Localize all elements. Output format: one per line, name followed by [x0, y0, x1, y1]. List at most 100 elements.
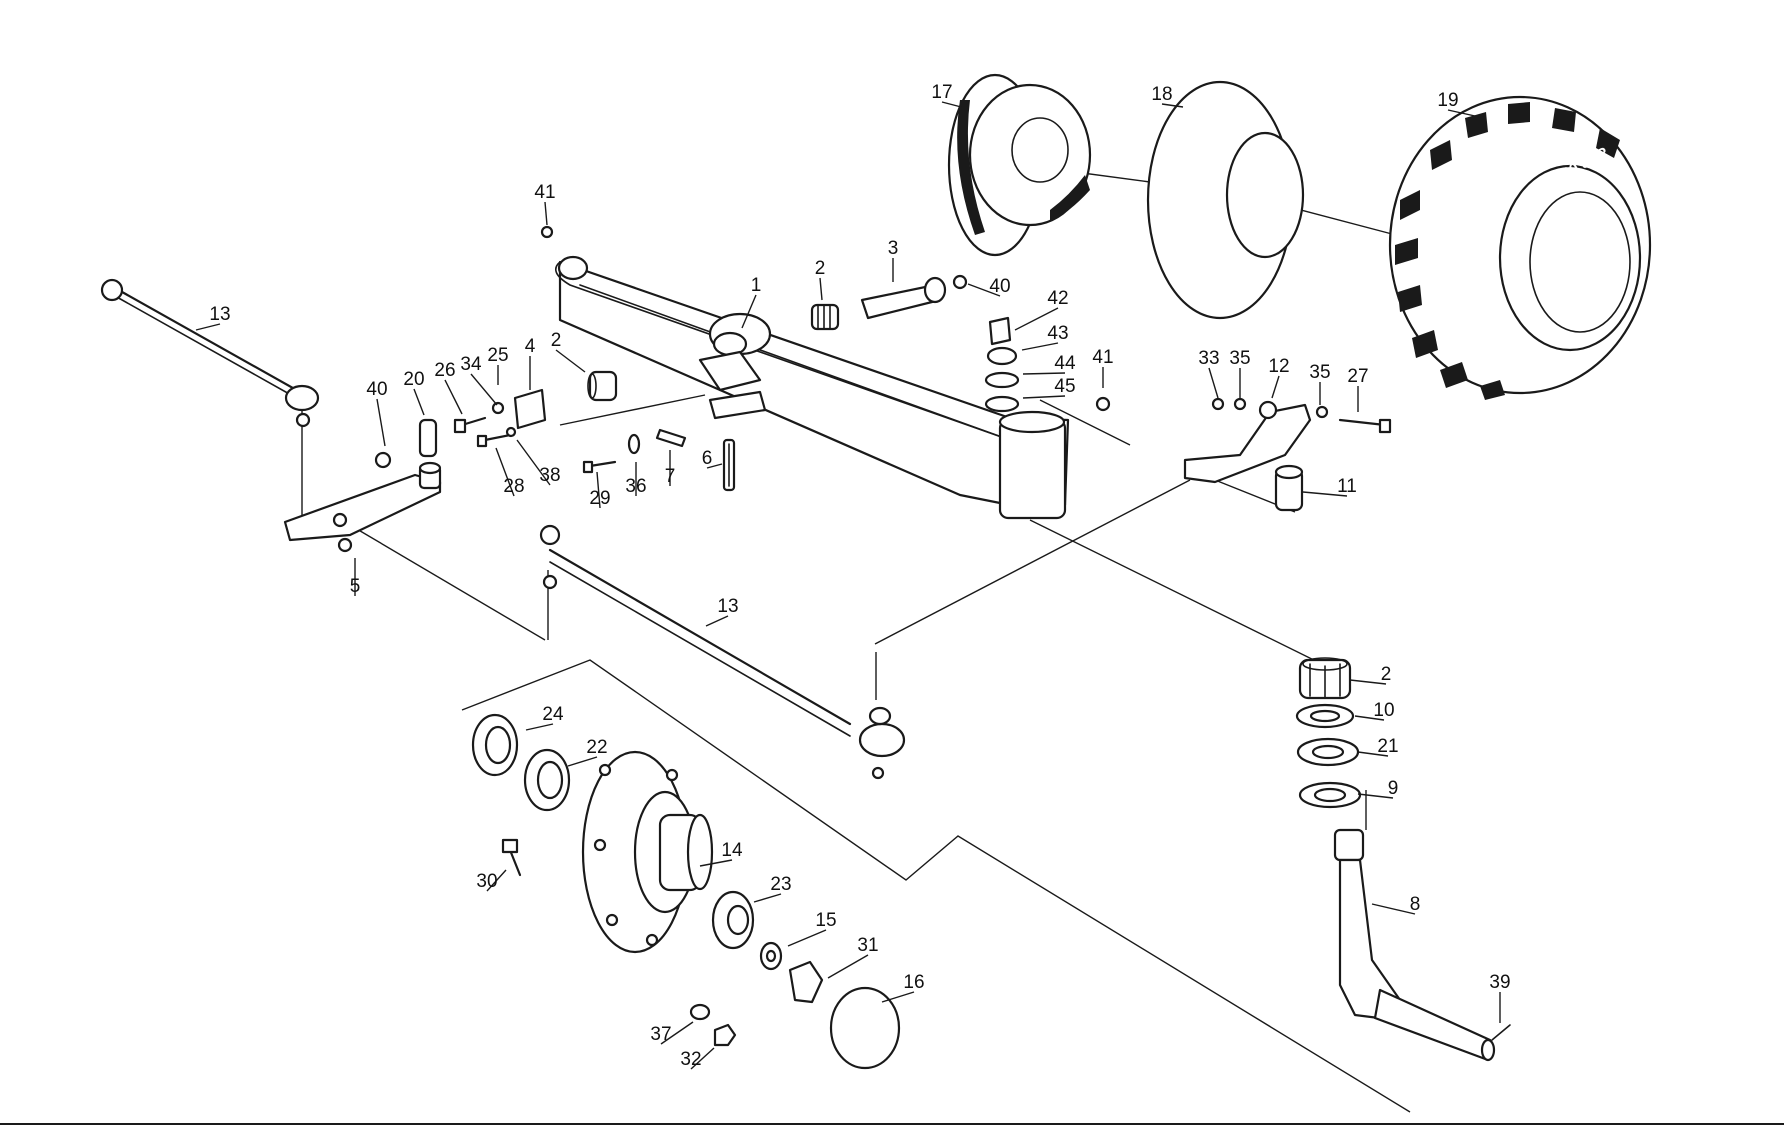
- callout-21: 21: [1357, 736, 1399, 757]
- callout-29: 29: [589, 471, 611, 509]
- callout-number: 42: [1047, 288, 1068, 309]
- callout-number: 2: [1381, 664, 1392, 685]
- tyre-tread: [1395, 102, 1620, 400]
- callout-leader: [1371, 903, 1416, 915]
- callout-34: 34: [460, 354, 498, 406]
- callout-number: 4: [525, 336, 536, 357]
- callout-number: 28: [503, 476, 524, 497]
- callout-8: 8: [1371, 894, 1421, 915]
- callout-number: 26: [434, 360, 455, 381]
- callout-27: 27: [1347, 366, 1369, 412]
- callout-leader: [819, 277, 823, 301]
- callout-20: 20: [403, 369, 425, 416]
- callout-number: 36: [625, 476, 646, 497]
- callout-number: 9: [1388, 778, 1399, 799]
- stub-axle: [1333, 828, 1511, 1062]
- callout-number: 39: [1489, 972, 1510, 993]
- callout-leader: [1022, 372, 1066, 375]
- callout-leader: [941, 101, 966, 109]
- callout-11: 11: [1302, 476, 1357, 497]
- callout-number: 20: [403, 369, 424, 390]
- callout-leader: [741, 294, 757, 329]
- callout-35: 35: [1309, 362, 1331, 405]
- callout-leader: [690, 1047, 715, 1070]
- callout-number: 11: [1337, 476, 1357, 497]
- callout-leader: [413, 388, 425, 416]
- callout-leader: [444, 379, 463, 415]
- callout-leader: [1354, 715, 1385, 721]
- inner-tube: [1146, 80, 1305, 320]
- callout-4: 4: [525, 336, 536, 390]
- callout-leader: [827, 954, 869, 979]
- key-and-pin: [655, 428, 736, 492]
- callout-19: 19: [1437, 90, 1476, 117]
- callout-number: 35: [1229, 348, 1250, 369]
- callout-number: 13: [717, 596, 738, 617]
- callout-leader: [1021, 342, 1059, 351]
- callout-number: 29: [589, 488, 610, 509]
- callout-10: 10: [1354, 700, 1395, 721]
- callout-36: 36: [625, 462, 647, 497]
- callout-number: 21: [1377, 736, 1398, 757]
- callout-leader: [470, 373, 498, 406]
- callout-42: 42: [1014, 288, 1069, 331]
- steering-arm: [1183, 397, 1329, 512]
- callout-7: 7: [665, 450, 676, 487]
- steering-arm-plate: [283, 461, 442, 553]
- callout-3: 3: [888, 238, 898, 282]
- callout-number: 25: [487, 345, 508, 366]
- callout-13: 13: [705, 596, 739, 627]
- callout-leader: [1014, 307, 1059, 331]
- hub-assembly: [471, 713, 901, 1070]
- callout-number: 35: [1309, 362, 1330, 383]
- callout-18: 18: [1151, 84, 1184, 108]
- callout-number: 33: [1198, 348, 1219, 369]
- callout-44: 44: [1022, 353, 1076, 375]
- callout-leader: [495, 447, 515, 497]
- callout-32: 32: [680, 1047, 715, 1070]
- callout-leader: [486, 869, 507, 892]
- callout-number: 17: [931, 82, 952, 103]
- callout-number: 22: [586, 737, 607, 758]
- callout-25: 25: [487, 345, 509, 385]
- callout-40: 40: [366, 379, 388, 447]
- callout-45: 45: [1022, 376, 1076, 399]
- wheel-rim: [947, 73, 1092, 257]
- callout-37: 37: [650, 1021, 694, 1045]
- callout-leader: [376, 398, 386, 447]
- callout-leader: [705, 615, 729, 627]
- callout-28: 28: [495, 447, 525, 497]
- callout-26: 26: [434, 360, 463, 415]
- callout-leader: [1447, 109, 1476, 117]
- callout-number: 45: [1054, 376, 1075, 397]
- callout-leader: [1302, 491, 1348, 497]
- callout-number: 2: [815, 258, 826, 279]
- callout-leader: [567, 756, 598, 767]
- callout-number: 37: [650, 1024, 671, 1045]
- axle-beam: [554, 255, 1070, 520]
- callout-number: 1: [751, 275, 762, 296]
- callout-15: 15: [787, 910, 837, 947]
- callout-leader: [544, 201, 548, 226]
- callout-number: 27: [1347, 366, 1368, 387]
- callout-2: 2: [551, 330, 586, 373]
- callout-leader: [516, 439, 551, 486]
- callout-number: 5: [350, 576, 361, 597]
- callout-leader: [1271, 375, 1280, 399]
- callout-number: 7: [665, 466, 676, 487]
- callout-leader: [525, 723, 554, 731]
- callout-6: 6: [702, 448, 723, 469]
- callout-number: 40: [989, 276, 1010, 297]
- callout-number: 43: [1047, 323, 1068, 344]
- callout-leader: [787, 929, 827, 947]
- callout-35: 35: [1229, 348, 1251, 398]
- callout-17: 17: [931, 82, 966, 109]
- callout-leader: [555, 349, 586, 373]
- callout-9: 9: [1357, 778, 1399, 799]
- tyre: 12.5-20 8PR: [1388, 95, 1652, 400]
- callout-number: 8: [1410, 894, 1421, 915]
- callout-number: 2: [551, 330, 562, 351]
- callout-leader: [699, 859, 733, 867]
